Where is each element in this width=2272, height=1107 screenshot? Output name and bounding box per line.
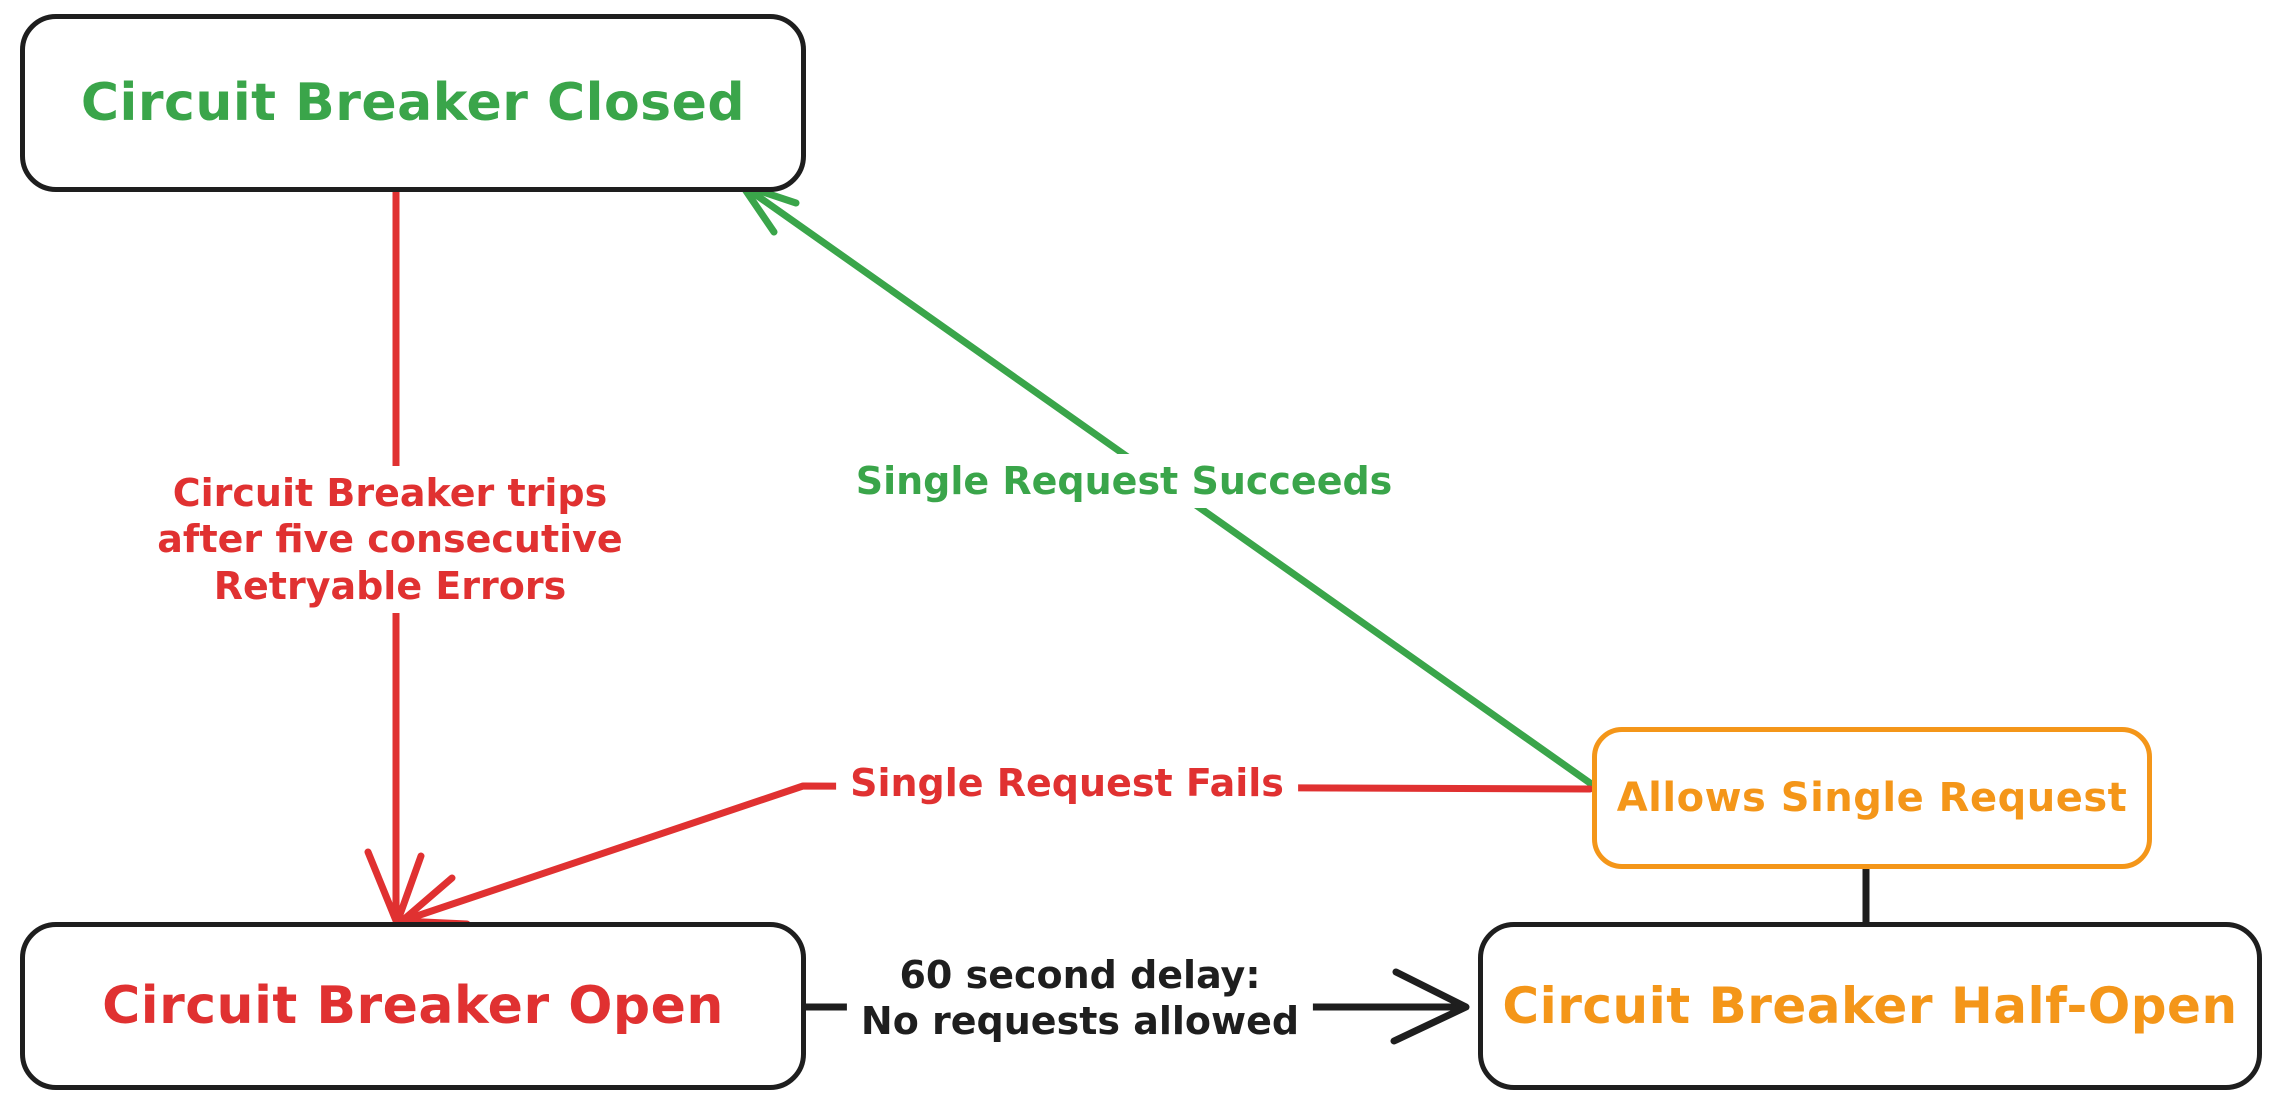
node-circuit-breaker-closed-label: Circuit Breaker Closed bbox=[80, 73, 746, 133]
node-circuit-breaker-half-open-label: Circuit Breaker Half-Open bbox=[1502, 977, 2238, 1035]
edge-label-single-request-succeeds: Single Request Succeeds bbox=[841, 454, 1407, 509]
node-allows-single-request: Allows Single Request bbox=[1592, 727, 2152, 869]
fails-arrow-line bbox=[398, 782, 1594, 925]
node-circuit-breaker-closed: Circuit Breaker Closed bbox=[20, 14, 806, 192]
node-allows-single-request-label: Allows Single Request bbox=[1616, 775, 2128, 821]
edge-label-single-request-fails: Single Request Fails bbox=[836, 756, 1298, 811]
edge-label-60-second-delay: 60 second delay: No requests allowed bbox=[846, 948, 1314, 1049]
succeeds-arrow-head bbox=[738, 181, 800, 236]
edge-label-trips: Circuit Breaker trips after five consecu… bbox=[143, 466, 637, 614]
node-circuit-breaker-half-open: Circuit Breaker Half-Open bbox=[1478, 922, 2262, 1090]
delay-arrow-head bbox=[1390, 968, 1470, 1045]
node-circuit-breaker-open-label: Circuit Breaker Open bbox=[102, 976, 724, 1036]
node-circuit-breaker-open: Circuit Breaker Open bbox=[20, 922, 806, 1090]
